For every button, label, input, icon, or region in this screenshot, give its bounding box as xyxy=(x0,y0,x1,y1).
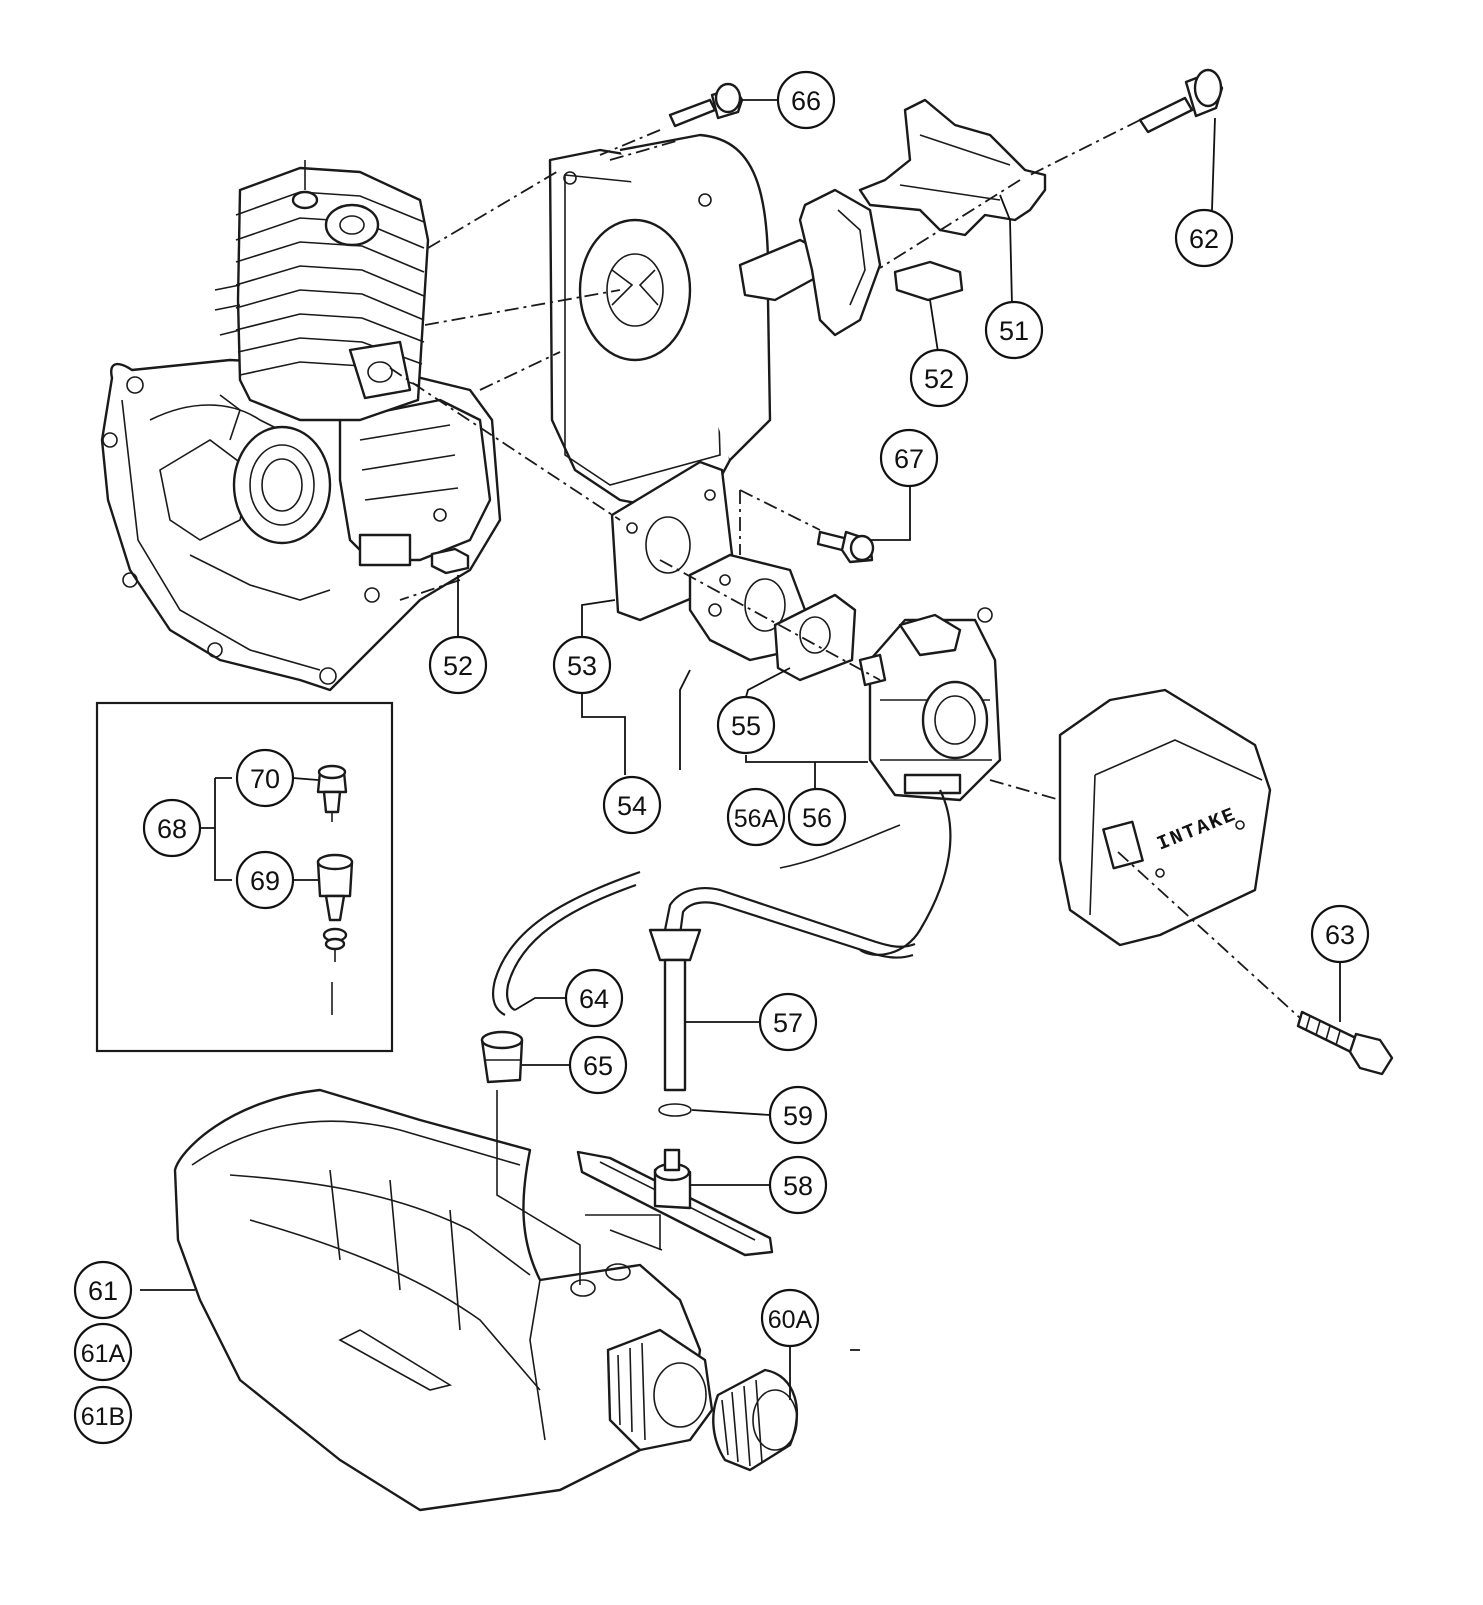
callout-70: 70 xyxy=(235,748,295,808)
svg-text:60A: 60A xyxy=(768,1306,813,1334)
callout-53: 53 xyxy=(552,635,612,695)
bolt-62 xyxy=(1138,68,1224,134)
svg-text:59: 59 xyxy=(783,1101,813,1131)
fuel-lines xyxy=(491,789,952,1016)
svg-text:55: 55 xyxy=(731,711,761,741)
fuel-hose-57 xyxy=(648,928,702,1092)
svg-text:57: 57 xyxy=(773,1008,803,1038)
callout-65: 65 xyxy=(568,1035,628,1095)
callout-61: 61 xyxy=(73,1260,133,1320)
bolt-63 xyxy=(1296,1010,1394,1076)
bolt-66 xyxy=(668,82,744,128)
fuel-tank-61 xyxy=(173,1088,714,1512)
svg-text:69: 69 xyxy=(250,866,280,896)
callout-51: 51 xyxy=(984,300,1044,360)
callout-61a: 61A xyxy=(73,1322,133,1382)
callout-62: 62 xyxy=(1174,208,1234,268)
engine-crankcase xyxy=(100,160,502,692)
fuel-cap-60a xyxy=(712,1368,798,1472)
clip-59 xyxy=(658,1103,692,1117)
svg-text:64: 64 xyxy=(579,984,609,1014)
fuel-filter-58 xyxy=(576,1148,774,1257)
callout-67: 67 xyxy=(879,428,939,488)
svg-text:51: 51 xyxy=(999,316,1029,346)
svg-text:63: 63 xyxy=(1325,920,1355,950)
air-cleaner-cover: INTAKE xyxy=(1058,688,1272,947)
bracket-51 xyxy=(858,98,1047,237)
svg-text:68: 68 xyxy=(157,814,187,844)
callout-56a: 56A xyxy=(726,787,786,847)
svg-text:52: 52 xyxy=(443,651,473,681)
callout-61b: 61B xyxy=(73,1385,133,1445)
callout-54: 54 xyxy=(602,775,662,835)
bolt-67 xyxy=(816,530,875,564)
svg-text:61: 61 xyxy=(88,1276,118,1306)
svg-text:61A: 61A xyxy=(81,1340,126,1368)
svg-text:53: 53 xyxy=(567,651,597,681)
callout-56: 56 xyxy=(787,787,847,847)
svg-text:65: 65 xyxy=(583,1051,613,1081)
svg-text:67: 67 xyxy=(894,444,924,474)
assembly-lines xyxy=(389,119,1301,1351)
callout-58: 58 xyxy=(768,1155,828,1215)
svg-text:62: 62 xyxy=(1189,224,1219,254)
callout-63: 63 xyxy=(1310,904,1370,964)
callout-57: 57 xyxy=(758,992,818,1052)
inset-box xyxy=(95,701,394,1053)
callout-66: 66 xyxy=(776,70,836,130)
callout-52-upper: 52 xyxy=(909,348,969,408)
svg-text:58: 58 xyxy=(783,1171,813,1201)
svg-text:54: 54 xyxy=(617,791,647,821)
carburetor-56 xyxy=(858,607,1002,802)
rubber-pad-52 xyxy=(893,260,964,302)
svg-text:56: 56 xyxy=(802,803,832,833)
callout-52-lower: 52 xyxy=(428,635,488,695)
svg-text:52: 52 xyxy=(924,364,954,394)
grommet-65 xyxy=(480,1030,524,1084)
callout-69: 69 xyxy=(235,850,295,910)
svg-text:56A: 56A xyxy=(734,805,779,833)
recoil-starter xyxy=(548,133,882,517)
rubber-pad-52-lower xyxy=(430,547,470,575)
callout-55: 55 xyxy=(716,695,776,755)
svg-text:70: 70 xyxy=(250,764,280,794)
callout-68: 68 xyxy=(142,798,202,858)
gasket-55 xyxy=(773,593,857,682)
svg-text:66: 66 xyxy=(791,86,821,116)
callout-60a: 60A xyxy=(760,1288,820,1348)
callout-64: 64 xyxy=(564,968,624,1028)
leader-lines xyxy=(140,99,1341,1400)
svg-text:61B: 61B xyxy=(81,1403,125,1431)
callout-59: 59 xyxy=(768,1085,828,1145)
